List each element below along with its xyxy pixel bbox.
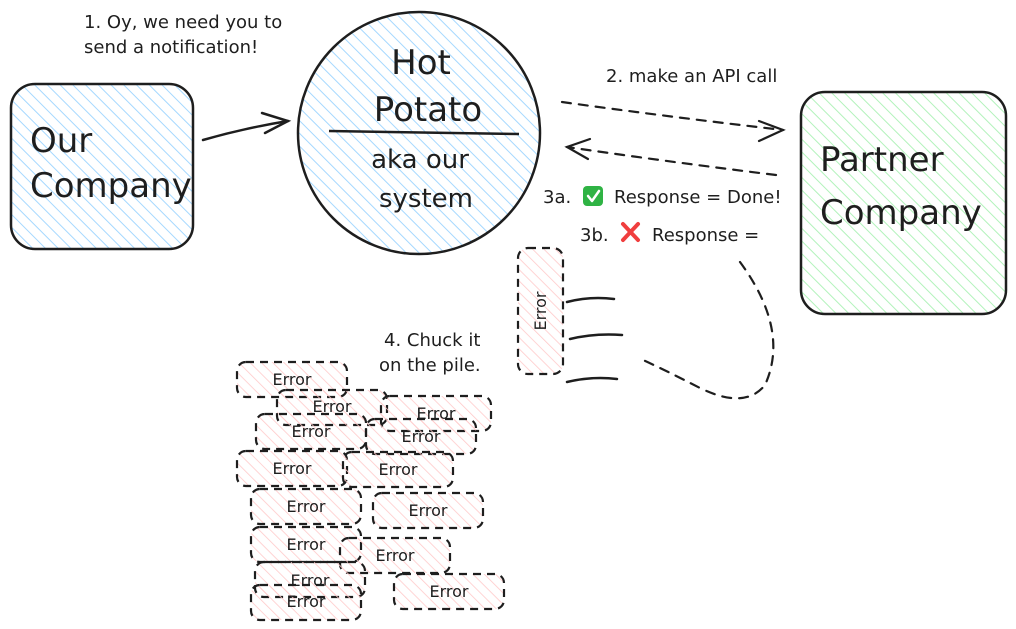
svg-text:Error: Error [376, 546, 415, 565]
partner-company-node: Partner Company [799, 90, 1008, 316]
our-company-label-line1: Our [30, 121, 92, 161]
svg-text:on the pile.: on the pile. [379, 355, 481, 376]
svg-text:Error: Error [379, 460, 418, 479]
partner-company-label-line2: Company [820, 193, 982, 233]
step1-label: 1. Oy, we need you to send a notificatio… [84, 12, 282, 58]
our-company-label-line2: Company [30, 166, 192, 206]
error-card: Error [341, 450, 455, 489]
step3a-label: 3a. Response = Done! [543, 186, 782, 208]
svg-text:Error: Error [273, 370, 312, 389]
error-card: Error [338, 536, 452, 575]
arrow-api-call [560, 100, 786, 143]
svg-text:1. Oy, we need you to: 1. Oy, we need you to [84, 12, 282, 33]
hot-potato-sub-line1: aka our [371, 145, 469, 175]
svg-text:3b.: 3b. [580, 225, 609, 246]
error-card: Error [235, 360, 349, 399]
cross-mark-icon [621, 222, 640, 242]
svg-text:Error: Error [531, 291, 550, 330]
error-card: Error [371, 491, 485, 530]
error-throw-path [641, 260, 775, 400]
svg-text:Error: Error [402, 427, 441, 446]
error-card: Error [254, 412, 368, 451]
svg-text:Error: Error [287, 497, 326, 516]
error-card: Error [364, 417, 478, 456]
hot-potato-divider [328, 129, 520, 136]
hot-potato-title-line1: Hot [391, 43, 451, 83]
svg-text:Response = Done!: Response = Done! [614, 187, 782, 208]
svg-text:Error: Error [292, 422, 331, 441]
flying-error-card: Error [516, 246, 565, 376]
hot-potato-sub-line2: system [379, 184, 473, 214]
check-mark-icon [583, 186, 603, 206]
svg-text:send a notification!: send a notification! [84, 37, 258, 58]
hot-potato-title-line2: Potato [374, 90, 482, 130]
svg-text:Error: Error [287, 535, 326, 554]
error-pile: Error Error Error Error Error Error Erro… [235, 360, 506, 622]
step4-label: 4. Chuck it on the pile. [379, 330, 481, 376]
svg-text:4. Chuck it: 4. Chuck it [384, 330, 480, 351]
step3b-label: 3b. Response = [580, 222, 759, 246]
hot-potato-node: Hot Potato aka our system [296, 10, 542, 256]
svg-text:3a.: 3a. [543, 187, 571, 208]
svg-text:Error: Error [313, 397, 352, 416]
svg-text:Error: Error [409, 501, 448, 520]
svg-text:Error: Error [287, 592, 326, 611]
svg-text:Error: Error [273, 459, 312, 478]
step2-label: 2. make an API call [606, 66, 777, 87]
error-card: Error [235, 449, 349, 488]
arrow-response [564, 137, 778, 177]
partner-company-label-line1: Partner [820, 140, 944, 180]
error-card: Error [249, 487, 363, 526]
arrow-company-to-system [201, 111, 292, 142]
svg-text:Response =: Response = [652, 225, 759, 246]
error-card: Error [392, 572, 506, 611]
motion-lines [565, 296, 624, 384]
svg-text:Error: Error [430, 582, 469, 601]
our-company-node: Our Company [9, 82, 195, 251]
error-card: Error [249, 583, 363, 622]
